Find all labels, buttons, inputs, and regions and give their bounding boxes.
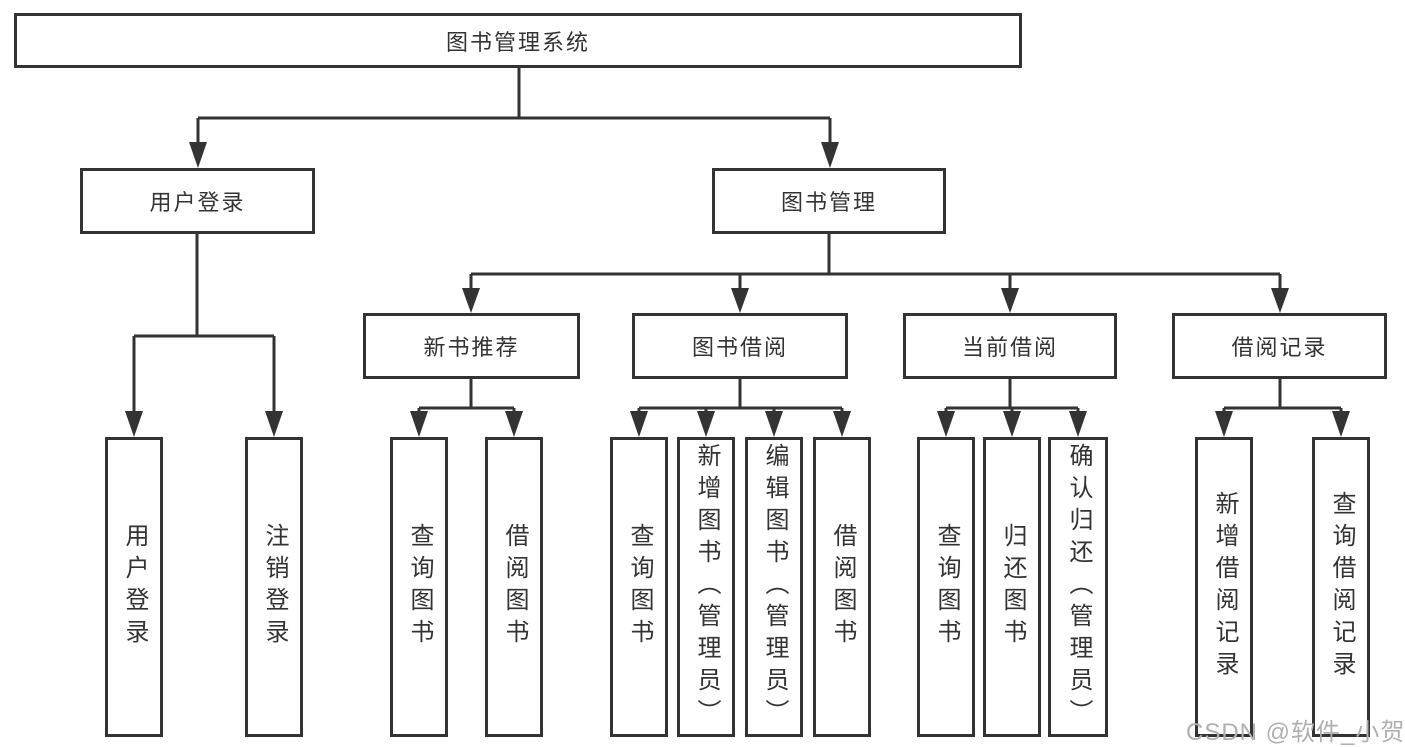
- leaf-edit-book-admin: 编辑图书（管理员）: [745, 437, 803, 737]
- leaf-borrow-book-borrow-label: 借阅图书: [829, 523, 856, 651]
- leaf-return-book: 归还图书: [983, 437, 1041, 737]
- node-book-borrowing-label: 图书借阅: [691, 335, 788, 360]
- arrowhead-down-icon: [265, 411, 283, 437]
- node-book-borrowing: 图书借阅: [632, 313, 848, 379]
- arrowhead-down-icon: [189, 142, 207, 168]
- node-user-login-label: 用户登录: [149, 190, 246, 215]
- leaf-borrow-book-newrec: 借阅图书: [485, 437, 543, 737]
- arrowhead-down-icon: [833, 411, 851, 437]
- leaf-query-book-current-label: 查询图书: [933, 523, 960, 651]
- leaf-query-book-newrec-label: 查询图书: [406, 523, 433, 651]
- leaf-add-borrow-record-label: 新增借阅记录: [1211, 491, 1238, 683]
- arrowhead-down-icon: [462, 288, 480, 313]
- arrowhead-down-icon: [1001, 288, 1019, 313]
- leaf-add-borrow-record: 新增借阅记录: [1195, 437, 1253, 737]
- arrowhead-down-icon: [731, 288, 749, 313]
- node-user-login: 用户登录: [80, 168, 315, 234]
- leaf-logout: 注销登录: [245, 437, 303, 737]
- arrowhead-down-icon: [1003, 411, 1021, 437]
- leaf-query-book-newrec: 查询图书: [390, 437, 448, 737]
- arrowhead-down-icon: [1069, 411, 1087, 437]
- leaf-return-book-label: 归还图书: [999, 523, 1026, 651]
- arrowhead-down-icon: [821, 142, 839, 168]
- node-borrowing-records-label: 借阅记录: [1231, 335, 1328, 360]
- node-current-borrowing: 当前借阅: [903, 313, 1117, 379]
- node-borrowing-records: 借阅记录: [1172, 313, 1387, 379]
- arrowhead-down-icon: [125, 411, 143, 437]
- leaf-logout-label: 注销登录: [261, 523, 288, 651]
- node-root-system: 图书管理系统: [14, 13, 1022, 68]
- leaf-query-borrow-record-label: 查询借阅记录: [1328, 491, 1355, 683]
- node-root-label: 图书管理系统: [445, 29, 590, 55]
- leaf-confirm-return-admin: 确认归还（管理员）: [1048, 437, 1108, 737]
- leaf-user-login: 用户登录: [105, 437, 163, 737]
- leaf-query-book-borrow: 查询图书: [610, 437, 668, 737]
- arrowhead-down-icon: [630, 411, 648, 437]
- leaf-add-book-admin: 新增图书（管理员）: [677, 437, 735, 737]
- arrowhead-down-icon: [1271, 288, 1289, 313]
- node-new-book-recommend-label: 新书推荐: [423, 335, 520, 360]
- leaf-borrow-book-borrow: 借阅图书: [813, 437, 871, 737]
- leaf-borrow-book-newrec-label: 借阅图书: [501, 523, 528, 651]
- node-current-borrowing-label: 当前借阅: [961, 335, 1058, 360]
- node-new-book-recommend: 新书推荐: [363, 313, 580, 379]
- leaf-query-book-current: 查询图书: [917, 437, 975, 737]
- node-book-management-label: 图书管理: [780, 190, 877, 215]
- arrowhead-down-icon: [765, 411, 783, 437]
- arrowhead-down-icon: [1332, 411, 1350, 437]
- leaf-query-book-borrow-label: 查询图书: [626, 523, 653, 651]
- leaf-edit-book-admin-label: 编辑图书（管理员）: [761, 443, 788, 731]
- arrowhead-down-icon: [937, 411, 955, 437]
- node-book-management: 图书管理: [712, 168, 946, 234]
- arrowhead-down-icon: [697, 411, 715, 437]
- arrowhead-down-icon: [410, 411, 428, 437]
- leaf-confirm-return-admin-label: 确认归还（管理员）: [1065, 443, 1092, 731]
- arrowhead-down-icon: [1215, 411, 1233, 437]
- watermark: CSDN @软件_小贺同学: [1186, 719, 1405, 746]
- arrowhead-down-icon: [505, 411, 523, 437]
- leaf-user-login-label: 用户登录: [121, 523, 148, 651]
- leaf-add-book-admin-label: 新增图书（管理员）: [693, 443, 720, 731]
- leaf-query-borrow-record: 查询借阅记录: [1312, 437, 1370, 737]
